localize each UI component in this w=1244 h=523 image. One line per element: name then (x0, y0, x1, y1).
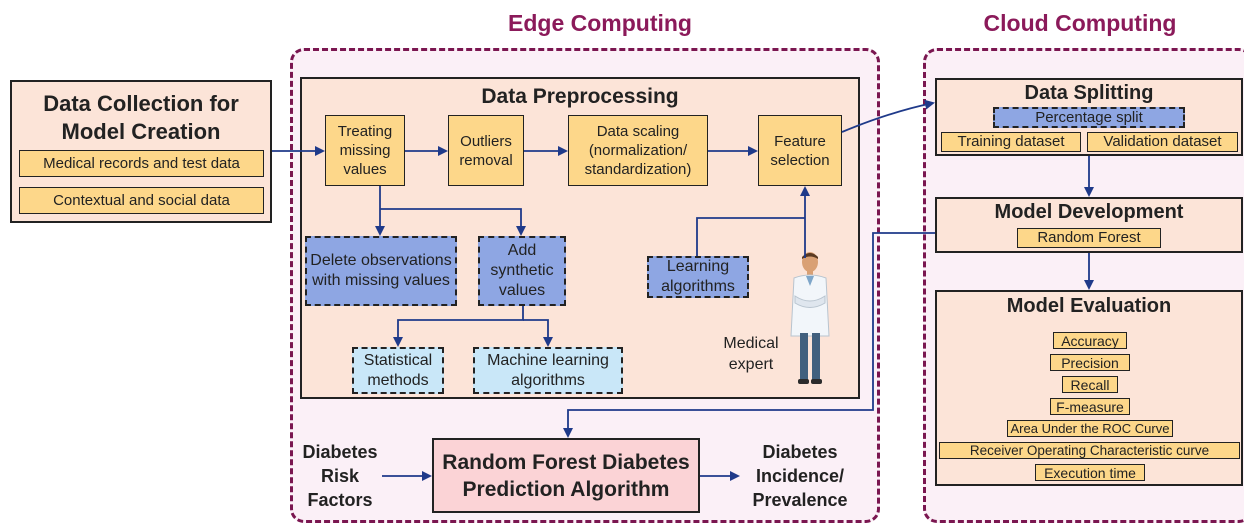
arrow-feature-to-splitting (841, 99, 935, 133)
metric-recall: Recall (1062, 376, 1118, 393)
medical-expert-icon (790, 252, 830, 384)
feature-selection-box: Feature selection (758, 115, 842, 186)
cloud-computing-title: Cloud Computing (983, 9, 1177, 36)
data-splitting-title: Data Splitting (1024, 81, 1154, 104)
metric-precision: Precision (1050, 354, 1130, 371)
training-dataset-box: Training dataset (941, 132, 1081, 152)
validation-dataset-box: Validation dataset (1087, 132, 1238, 152)
percentage-split-box: Percentage split (993, 107, 1185, 128)
data-preprocessing-title: Data Preprocessing (481, 85, 679, 108)
metric-f-measure: F-measure (1050, 398, 1130, 415)
metric-auc: Area Under the ROC Curve (1007, 420, 1173, 437)
learning-algorithms-box: Learning algorithms (647, 256, 749, 298)
line-learning-to-feature (696, 217, 805, 256)
add-synthetic-values-box: Add synthetic values (478, 236, 566, 306)
data-collection-panel: Data Collection for Model Creation Medic… (10, 80, 272, 223)
outliers-removal-box: Outliers removal (448, 115, 524, 186)
medical-records-box: Medical records and test data (19, 150, 264, 177)
diabetes-incidence-label: Diabetes Incidence/ Prevalence (752, 442, 848, 510)
arrow-synthetic-to-ml (523, 319, 553, 347)
arrow-treating-to-synthetic (380, 208, 526, 236)
medical-expert-label: Medical expert (723, 335, 779, 373)
arrow-synthetic-to-statistical (393, 306, 524, 347)
contextual-data-box: Contextual and social data (19, 187, 264, 214)
diabetes-risk-factors-label: Diabetes Risk Factors (302, 442, 378, 510)
treating-missing-values-box: Treating missing values (325, 115, 405, 186)
statistical-methods-box: Statistical methods (352, 347, 444, 394)
model-evaluation-title: Model Evaluation (1006, 294, 1172, 317)
arrow-development-to-prediction (563, 232, 935, 438)
random-forest-box: Random Forest (1017, 228, 1161, 248)
metric-roc: Receiver Operating Characteristic curve (939, 442, 1240, 459)
delete-observations-box: Delete observations with missing values (305, 236, 457, 306)
model-development-title: Model Development (994, 200, 1184, 223)
metric-execution-time: Execution time (1035, 464, 1145, 481)
edge-computing-title: Edge Computing (508, 9, 692, 36)
machine-learning-algorithms-box: Machine learning algorithms (473, 347, 623, 394)
data-scaling-box: Data scaling (normalization/ standardiza… (568, 115, 708, 186)
data-collection-title: Data Collection for Model Creation (43, 91, 239, 144)
random-forest-prediction-box: Random Forest Diabetes Prediction Algori… (432, 438, 700, 513)
metric-accuracy: Accuracy (1053, 332, 1127, 349)
